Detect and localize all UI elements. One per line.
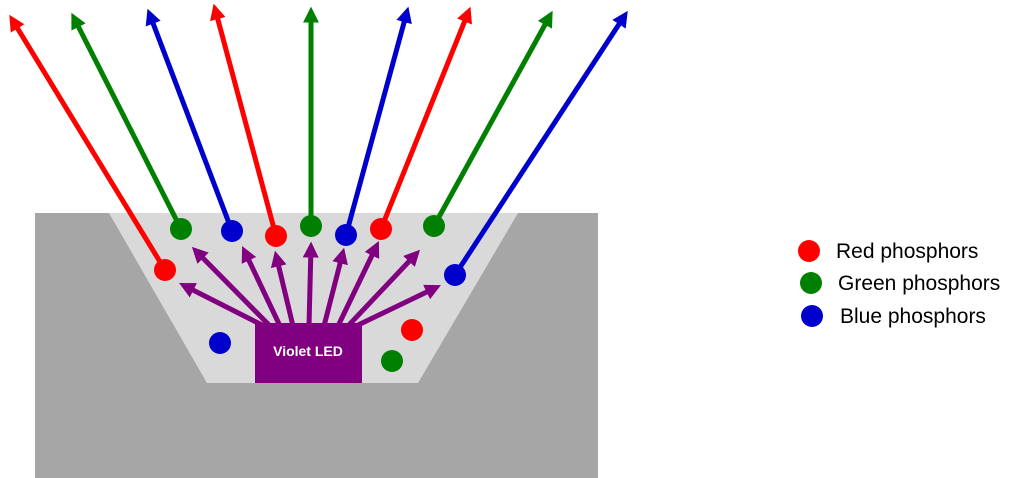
emitted-light-arrows	[9, 3, 628, 277]
violet-excitation-arrow	[270, 250, 296, 327]
blue-phosphor	[221, 220, 243, 242]
legend-blue-label: Blue phosphors	[840, 305, 986, 328]
green-phosphor-idle	[381, 350, 403, 372]
red-light-arrow	[9, 14, 168, 272]
legend-green-swatch	[800, 272, 822, 294]
red-light-arrow	[210, 3, 279, 237]
phosphor-particles	[154, 215, 466, 372]
violet-excitation-arrow	[179, 283, 266, 329]
red-phosphor	[370, 218, 392, 240]
violet-excitation-arrow	[346, 249, 421, 328]
red-light-arrow	[378, 6, 472, 230]
red-phosphor	[154, 259, 176, 281]
green-phosphor	[170, 218, 192, 240]
blue-phosphor-idle	[209, 332, 231, 354]
violet-led-chip	[255, 323, 362, 383]
violet-excitation-arrow	[335, 241, 380, 328]
violet-excitation-arrow	[354, 284, 441, 329]
green-phosphor	[300, 215, 322, 237]
green-light-arrow	[431, 10, 553, 228]
blue-light-arrow	[145, 8, 235, 232]
violet-excitation-arrow	[241, 246, 283, 328]
green-light-arrow	[71, 12, 184, 231]
violet-excitation-arrow	[302, 241, 319, 327]
blue-phosphor	[335, 224, 357, 246]
blue-light-arrow	[343, 6, 412, 236]
blue-light-arrow	[452, 10, 628, 277]
legend-red-label: Red phosphors	[836, 240, 978, 263]
green-phosphor	[423, 215, 445, 237]
red-phosphor-idle	[401, 319, 423, 341]
legend-blue-swatch	[801, 305, 823, 327]
violet-excitation-arrows	[179, 241, 441, 329]
violet-excitation-arrow	[321, 247, 348, 327]
legend-red-swatch	[798, 240, 820, 262]
legend: Red phosphors Green phosphors Blue phosp…	[798, 240, 1000, 328]
red-phosphor	[265, 225, 287, 247]
violet-excitation-arrow	[191, 246, 272, 328]
violet-led-label: Violet LED	[273, 343, 343, 359]
legend-green-label: Green phosphors	[838, 272, 1000, 295]
blue-phosphor	[444, 264, 466, 286]
